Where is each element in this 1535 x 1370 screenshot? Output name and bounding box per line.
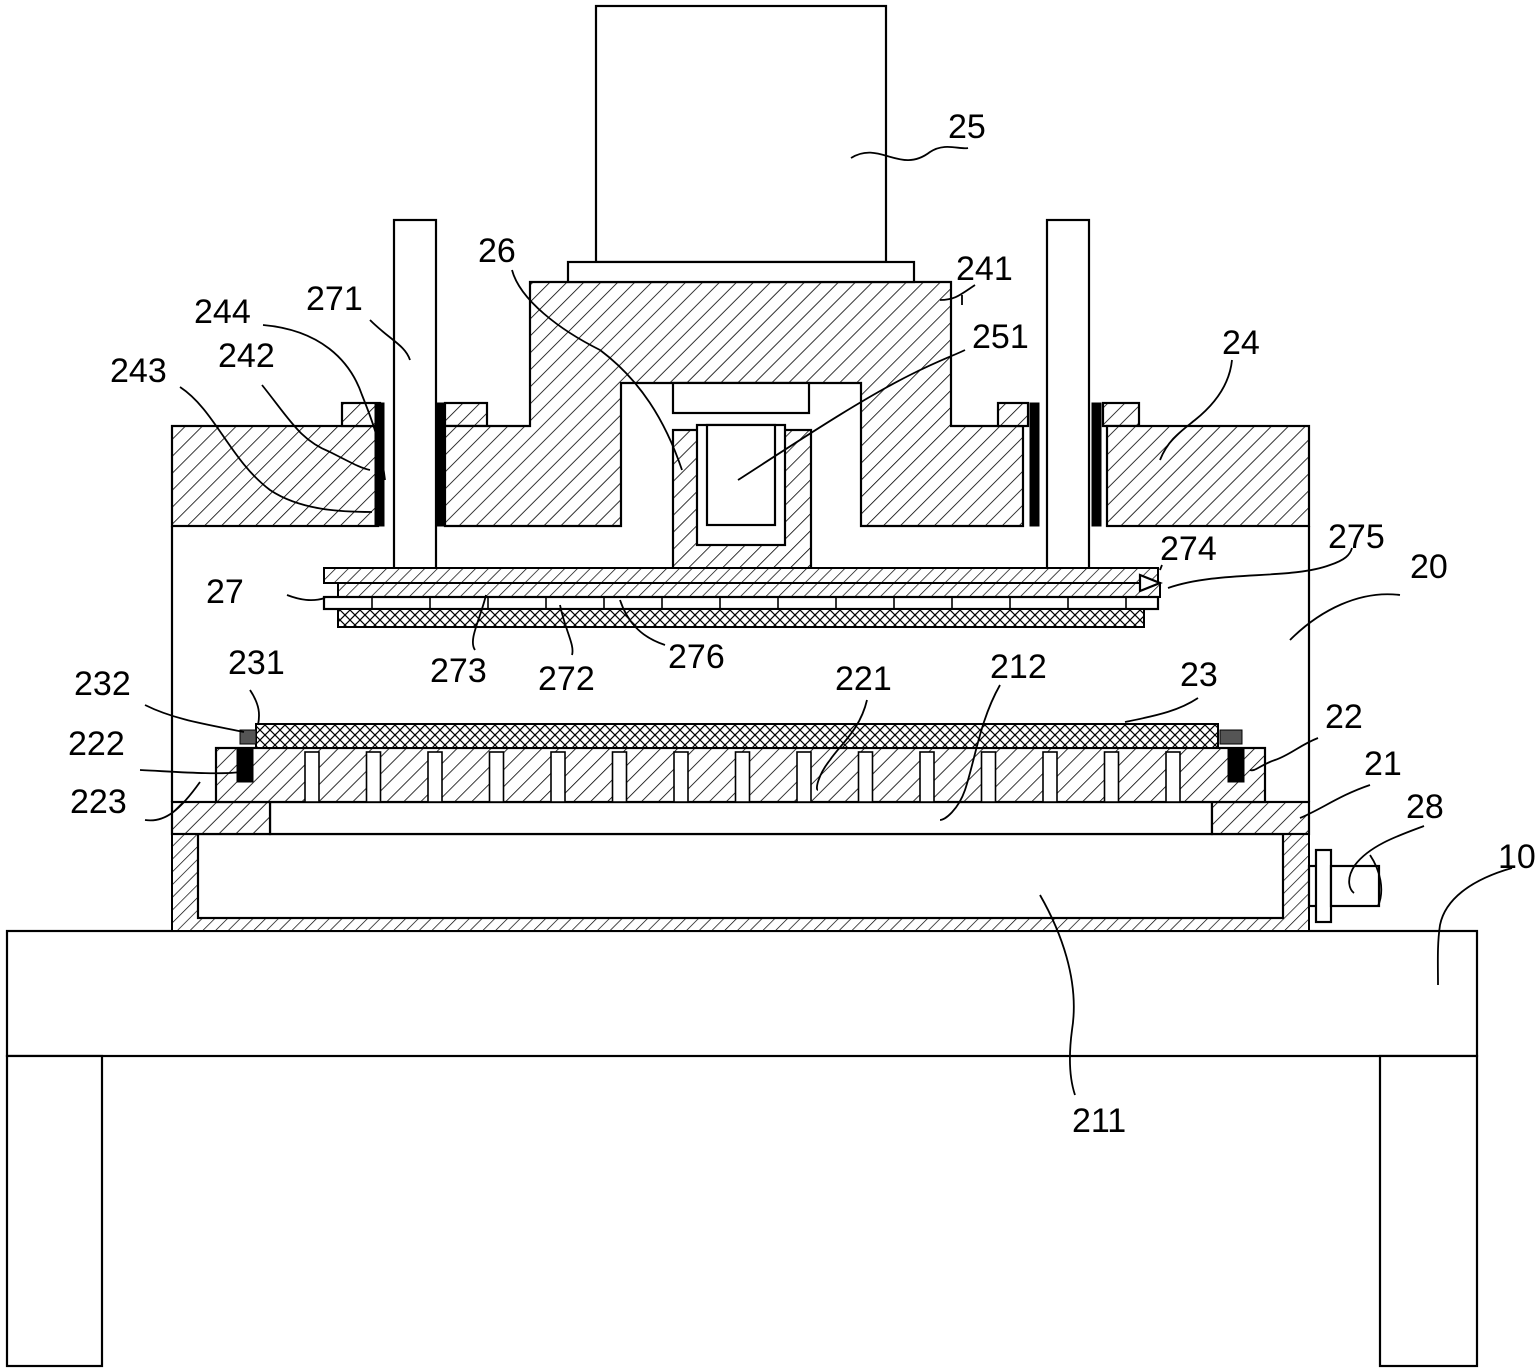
plate-hole (305, 752, 319, 802)
plate-hole (1043, 752, 1057, 802)
vacuum-box (172, 802, 1309, 931)
label-10: 10 (1498, 838, 1535, 876)
label-223: 223 (70, 783, 127, 821)
label-244: 244 (194, 293, 251, 331)
label-273: 273 (430, 652, 487, 690)
plate-hole (490, 752, 504, 802)
label-251: 251 (972, 318, 1029, 356)
label-24: 24 (1222, 324, 1260, 362)
label-222: 222 (68, 725, 125, 763)
mesh-layer (240, 724, 1242, 748)
label-211: 211 (1072, 1102, 1126, 1140)
label-221: 221 (835, 660, 892, 698)
label-22: 22 (1325, 698, 1363, 736)
plate-hole (674, 752, 688, 802)
label-242: 242 (218, 337, 275, 375)
label-272: 272 (538, 660, 595, 698)
plate-hole (1105, 752, 1119, 802)
plate-hole (551, 752, 565, 802)
label-275: 275 (1328, 518, 1385, 556)
label-241: 241 (956, 250, 1013, 288)
plate-hole (613, 752, 627, 802)
plate-hole (428, 752, 442, 802)
label-23: 23 (1180, 656, 1218, 694)
label-232: 232 (74, 665, 131, 703)
label-28: 28 (1406, 788, 1444, 826)
perforated-plate (216, 748, 1265, 802)
label-274: 274 (1160, 530, 1217, 568)
label-276: 276 (668, 638, 725, 676)
press-plate (324, 568, 1160, 627)
plate-hole (797, 752, 811, 802)
motor (568, 6, 914, 282)
label-20: 20 (1410, 548, 1448, 586)
label-212: 212 (990, 648, 1047, 686)
label-271: 271 (306, 280, 363, 318)
plate-hole (1166, 752, 1180, 802)
label-26: 26 (478, 232, 516, 270)
plate-hole (982, 752, 996, 802)
label-25: 25 (948, 108, 986, 146)
valve-fitting (1309, 850, 1379, 922)
label-231: 231 (228, 644, 285, 682)
plate-hole (367, 752, 381, 802)
label-21: 21 (1364, 745, 1402, 783)
label-27: 27 (206, 573, 244, 611)
label-243: 243 (110, 352, 167, 390)
plate-hole (736, 752, 750, 802)
plate-hole (859, 752, 873, 802)
plate-hole (920, 752, 934, 802)
base-table (7, 931, 1477, 1366)
plate-holes (305, 752, 1180, 802)
